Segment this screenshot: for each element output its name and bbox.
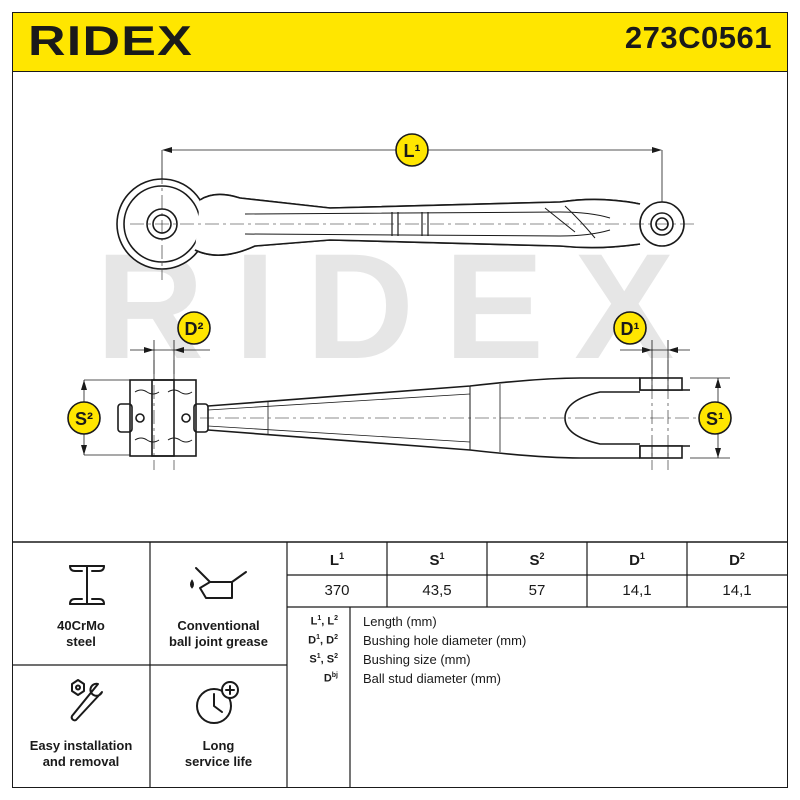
i-beam-icon bbox=[69, 565, 105, 605]
legend-key-ball-stud: Dbj bbox=[323, 672, 338, 685]
legend-key-size: S1, S2 bbox=[309, 653, 338, 666]
svg-text:L¹: L¹ bbox=[404, 141, 421, 161]
dim-value-s1: 43,5 bbox=[422, 582, 452, 599]
badge-l1: L¹ bbox=[395, 133, 429, 167]
header-bar bbox=[12, 12, 788, 72]
svg-text:S¹: S¹ bbox=[706, 409, 724, 429]
top-view-arm bbox=[116, 147, 695, 280]
legend-desc-size: Bushing size (mm) bbox=[363, 652, 471, 667]
dim-value-d1: 14,1 bbox=[622, 582, 652, 599]
svg-text:D¹: D¹ bbox=[621, 319, 640, 339]
dim-header-d2: D2 bbox=[729, 551, 745, 569]
oil-can-icon bbox=[190, 567, 247, 599]
badge-s1: S¹ bbox=[698, 401, 732, 435]
badge-s2: S² bbox=[67, 401, 101, 435]
svg-text:S²: S² bbox=[75, 409, 93, 429]
svg-text:RIDEX: RIDEX bbox=[28, 22, 193, 60]
badge-d2: D² bbox=[177, 311, 211, 345]
dim-header-s2: S2 bbox=[529, 551, 545, 569]
svg-text:D²: D² bbox=[185, 319, 204, 339]
badge-d1: D¹ bbox=[613, 311, 647, 345]
dim-header-l1: L1 bbox=[329, 551, 345, 569]
dim-header-d1: D1 bbox=[629, 551, 645, 569]
legend-desc-length: Length (mm) bbox=[363, 614, 437, 629]
dim-header-s1: S1 bbox=[429, 551, 445, 569]
dim-value-s2: 57 bbox=[528, 582, 546, 599]
legend-desc-ball-stud: Ball stud diameter (mm) bbox=[363, 671, 501, 686]
dim-value-d2: 14,1 bbox=[722, 582, 752, 599]
clock-plus-icon bbox=[196, 681, 239, 724]
legend-key-length: L1, L2 bbox=[310, 615, 338, 628]
part-number: 273C0561 bbox=[624, 20, 772, 55]
ridex-logo: RIDEX bbox=[28, 22, 193, 60]
legend-desc-hole: Bushing hole diameter (mm) bbox=[363, 633, 527, 648]
wrench-nut-icon bbox=[70, 679, 103, 722]
legend-key-hole: D1, D2 bbox=[308, 634, 338, 647]
dim-value-l1: 370 bbox=[324, 582, 350, 599]
side-view-arm bbox=[81, 340, 730, 470]
